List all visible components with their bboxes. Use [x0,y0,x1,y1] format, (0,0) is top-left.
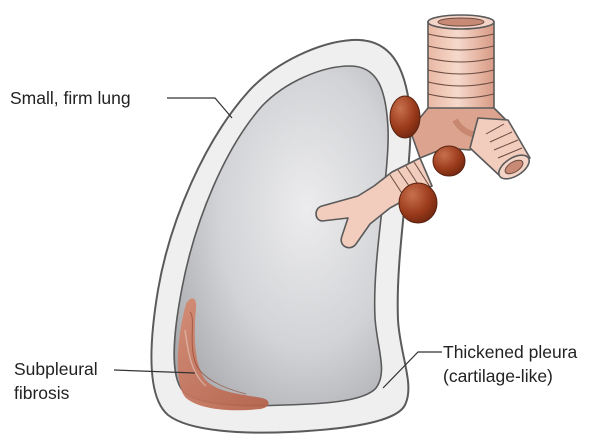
leader-small-firm-lung [167,98,232,118]
label-small-firm-lung: Small, firm lung [10,88,131,108]
lymph-node-1 [390,96,420,138]
right-main-bronchus [470,118,533,184]
label-thickened-pleura: Thickened pleura [443,342,578,362]
label-subpleural: Subpleural [14,359,98,379]
lymph-node-2 [433,146,465,176]
label-cartilage-like: (cartilage-like) [443,366,553,386]
trachea [428,15,494,110]
label-fibrosis: fibrosis [14,383,70,403]
lymph-node-3 [399,183,437,223]
